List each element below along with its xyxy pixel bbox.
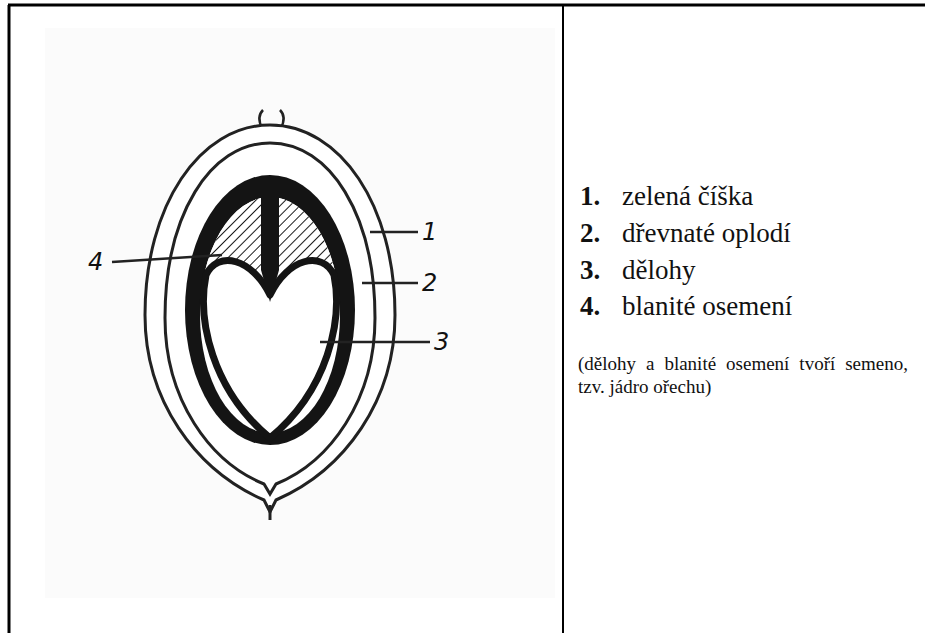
leader-line — [320, 341, 430, 344]
callout-number: 4 — [88, 248, 103, 276]
table-border — [8, 5, 11, 633]
leader-line — [362, 282, 418, 285]
table-divider — [562, 5, 564, 633]
callout-number: 3 — [434, 328, 449, 356]
table-border — [8, 4, 925, 7]
list-number: 4. — [580, 290, 600, 322]
list-number: 1. — [580, 180, 600, 212]
callout-number: 2 — [422, 269, 437, 297]
callout-number: 1 — [422, 218, 437, 246]
paper-scan — [45, 28, 555, 598]
part-name: dřevnaté oplodí — [622, 217, 791, 249]
list-number: 2. — [580, 217, 600, 249]
leader-line — [112, 255, 222, 262]
tip — [269, 505, 272, 520]
wooden-shell — [185, 175, 355, 445]
list-number: 3. — [580, 254, 600, 286]
part-name: zelená číška — [622, 180, 753, 212]
septum — [261, 180, 279, 302]
part-name: blanité osemení — [622, 290, 792, 322]
leader-line — [370, 231, 418, 234]
part-name: dělohy — [622, 254, 696, 286]
green-husk — [145, 125, 395, 512]
wooden-shell-outline — [165, 143, 375, 494]
note: (dělohy a blanité osemení tvoří semeno, … — [578, 352, 908, 398]
